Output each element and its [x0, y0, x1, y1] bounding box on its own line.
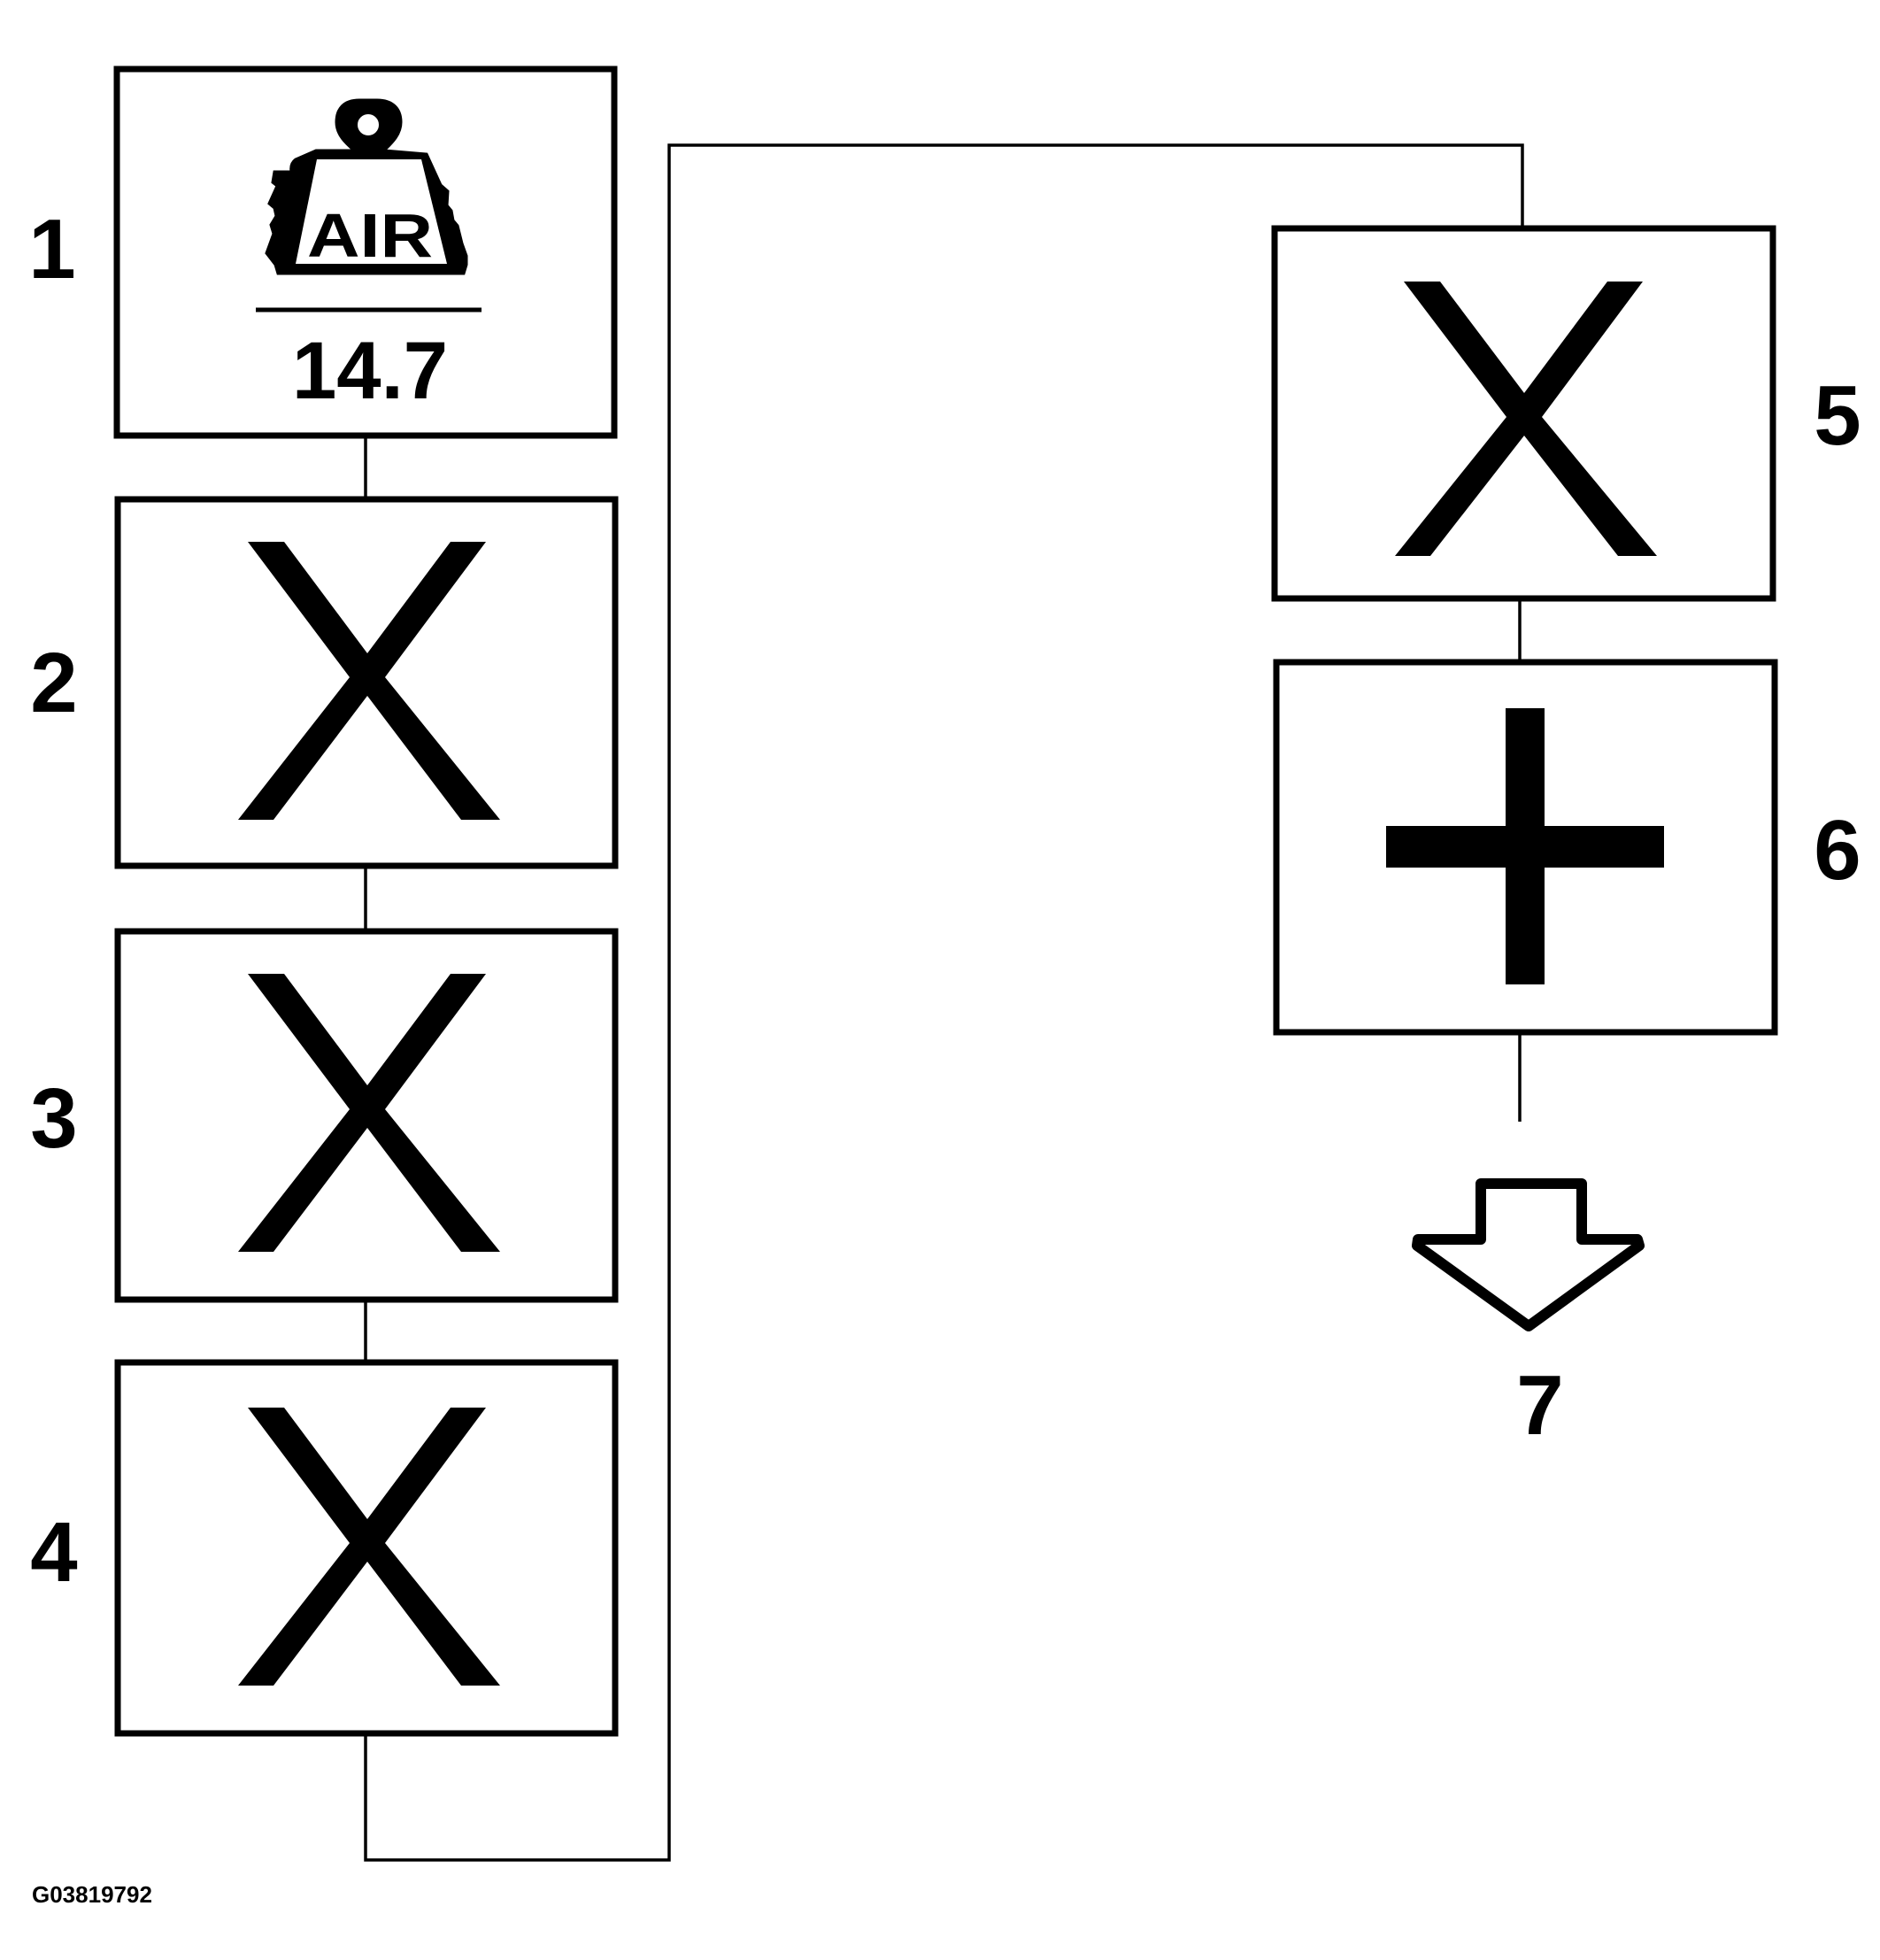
connector-4-5	[364, 143, 1524, 1862]
step-3-number: 3	[30, 1071, 77, 1166]
step-3-box	[114, 928, 619, 1303]
multiply-icon	[1395, 282, 1657, 556]
multiply-icon	[238, 1408, 500, 1686]
down-arrow-icon	[1412, 1178, 1645, 1331]
step-1-number: 1	[28, 202, 75, 297]
step-7-number: 7	[1516, 1358, 1563, 1453]
step-5-number: 5	[1814, 368, 1861, 463]
step-2-box	[114, 496, 619, 869]
step-5-box	[1271, 225, 1776, 602]
weight-icon: AIR	[265, 98, 468, 275]
step-4-number: 4	[30, 1505, 77, 1600]
step-4-box	[114, 1359, 619, 1737]
plus-icon	[1386, 708, 1664, 984]
connectors	[364, 143, 1524, 1862]
step-6-number: 6	[1814, 803, 1861, 898]
air-fuel-ratio-value: 14.7	[292, 326, 448, 416]
step-2-number: 2	[30, 636, 77, 730]
step-1-box: AIR 14.7	[113, 66, 618, 439]
step-6-box	[1273, 659, 1778, 1036]
multiply-icon	[238, 542, 500, 820]
weight-label: AIR	[307, 201, 433, 270]
figure-code: G03819792	[32, 1881, 152, 1908]
multiply-icon	[238, 974, 500, 1252]
